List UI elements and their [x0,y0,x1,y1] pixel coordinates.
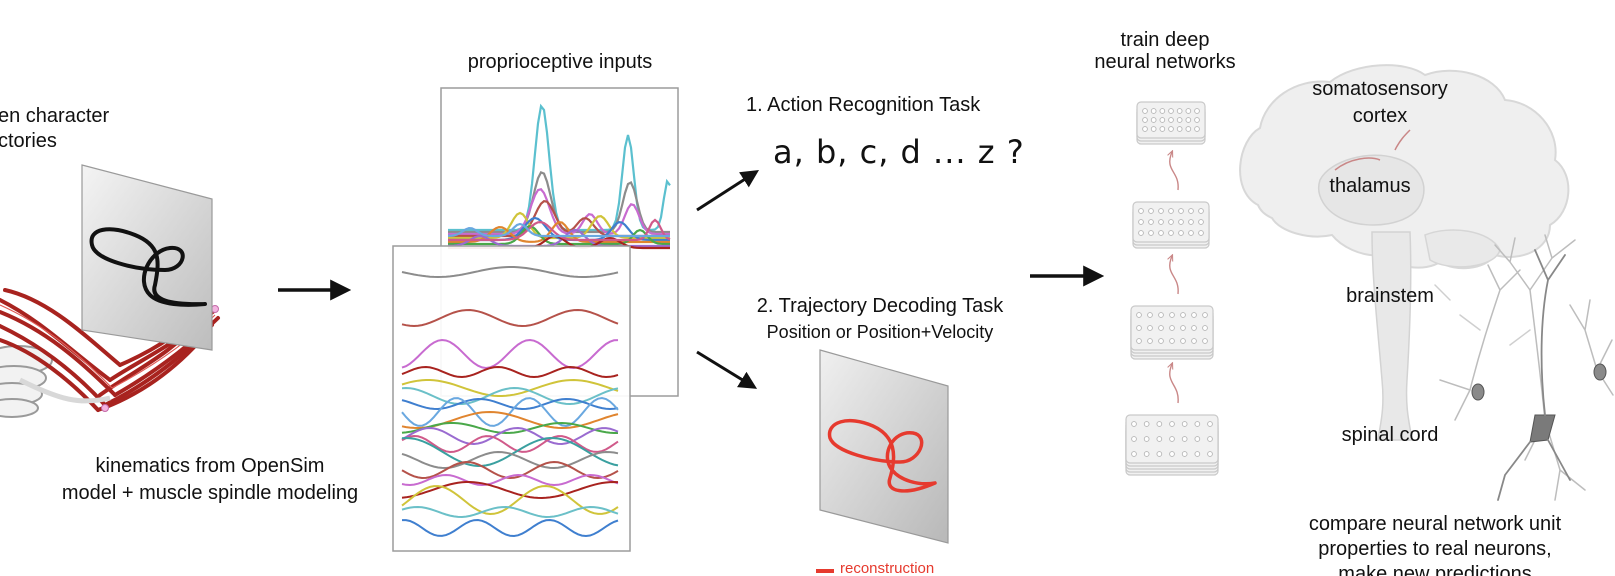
signal-trace [448,228,670,248]
legend-reconstruction: reconstruction [840,560,935,576]
task1-letters: a, b, c, d ... z ? [773,133,1025,171]
character-canvas [81,164,213,351]
input-title-line1: en character [0,105,110,127]
network-layer-icon [1125,414,1219,476]
signal-trace [401,426,619,446]
compare-line2: properties to real neurons, [1318,538,1552,560]
network-stack [1125,101,1219,476]
train-line2: neural networks [1094,51,1236,73]
brain-brainstem: brainstem [1346,285,1434,307]
signal-trace [401,338,619,370]
signal-trace [401,450,619,470]
proprio-title: proprioceptive inputs [467,51,653,73]
signal-trace [447,222,670,238]
legend-swatch [816,569,834,573]
kinematics-line2: model + muscle spindle modeling [61,482,359,504]
neuron-icon [1434,234,1614,501]
signal-trace [401,378,619,397]
network-layer-icon [1130,305,1214,360]
signal-trace [401,505,619,519]
neuron-icon [1497,249,1571,501]
kinematics-line1: kinematics from OpenSim [95,455,325,477]
task2-title: 2. Trajectory Decoding Task [756,295,1004,317]
signal-trace [401,473,619,487]
signal-trace [401,480,619,500]
train-line1: train deep [1120,29,1210,51]
brain-somatosensory-line2: cortex [1352,105,1408,127]
brain-spinal-cord: spinal cord [1341,424,1439,446]
signal-trace [401,308,619,328]
input-title-line2: ctories [0,130,57,152]
signal-trace [401,436,619,468]
compare-line1: compare neural network unit [1308,513,1562,535]
signal-trace [401,266,619,279]
task1-title: 1. Action Recognition Task [746,94,981,116]
signal-trace [401,365,619,379]
network-layer-icon [1132,201,1210,249]
compare-line3: make new predictions [1338,563,1532,576]
brain-icon [1239,64,1570,441]
signal-trace [402,518,619,538]
arrow-icon [696,170,760,212]
signal-trace [401,421,618,435]
proprio-front-panel [392,245,631,552]
brain-somatosensory-line1: somatosensory [1312,78,1448,100]
signal-trace [448,188,670,236]
neuron-icon [1471,363,1607,443]
decoding-canvas [819,349,949,544]
task2-subtitle: Position or Position+Velocity [766,322,994,342]
arrow-icon [696,350,758,389]
brain-thalamus: thalamus [1329,175,1411,197]
signal-trace [401,434,619,454]
arrow-icon [1170,256,1179,295]
signal-trace [401,396,619,428]
arrow-icon [1170,152,1179,191]
arrow-icon [1170,364,1179,404]
signal-trace [401,397,619,411]
signal-trace [401,460,619,480]
network-layer-icon [1136,101,1206,145]
